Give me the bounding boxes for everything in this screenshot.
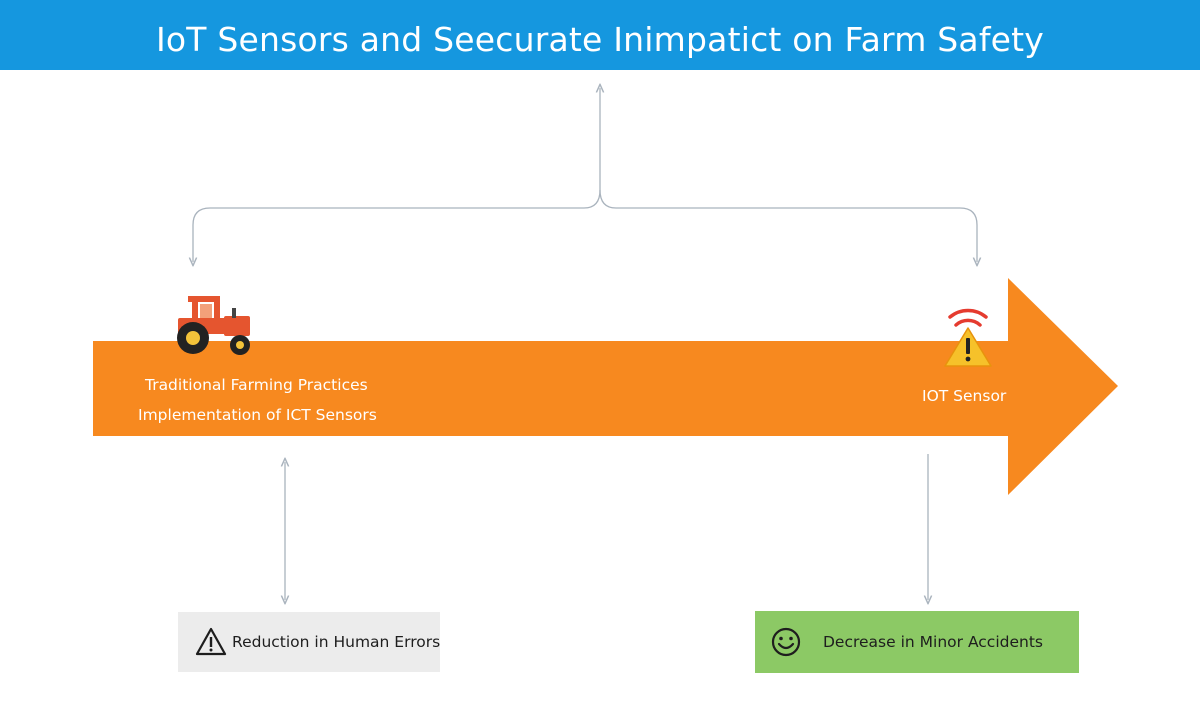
wifi-warning-sensor-icon	[944, 308, 992, 367]
warning-triangle-icon	[195, 627, 227, 656]
header-bar	[0, 0, 1200, 70]
page-title: IoT Sensors and Seecurate Inimpatict on …	[155, 20, 1045, 59]
outcome-box-minor-accidents: Decrease in Minor Accidents	[755, 611, 1079, 673]
outcome-label-human-errors: Reduction in Human Errors	[232, 633, 441, 651]
outcome-label-minor-accidents: Decrease in Minor Accidents	[823, 633, 1043, 651]
process-arrow	[93, 278, 1118, 495]
arrow-label-iot-sensor: IOT Sensor	[922, 387, 1007, 405]
smiley-face-icon	[771, 627, 801, 657]
top-bracket-connector-right	[599, 189, 977, 262]
arrow-label-traditional: Traditional Farming Practices	[145, 376, 368, 394]
outcome-box-human-errors: Reduction in Human Errors	[178, 612, 440, 672]
tractor-icon	[177, 296, 250, 355]
top-bracket-connector	[193, 88, 600, 262]
arrow-label-implementation: Implementation of ICT Sensors	[138, 406, 377, 424]
